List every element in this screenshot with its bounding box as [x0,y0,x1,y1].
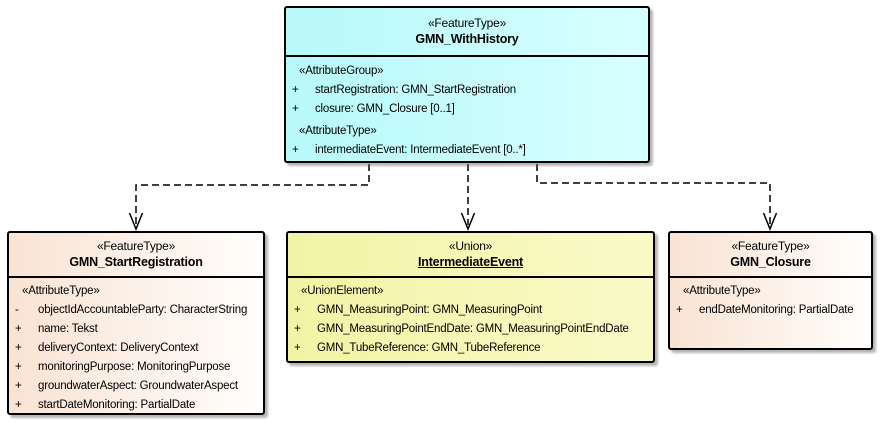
dependency-arrow-to-intermediate-event[interactable] [460,164,476,231]
class-box-intermediateevent[interactable]: «Union» IntermediateEvent «UnionElement»… [286,231,655,363]
class-body: «UnionElement» + GMN_MeasuringPoint: GMN… [288,278,653,358]
class-header: «FeatureType» GMN_StartRegistration [9,233,263,278]
stereotype-label: «Union» [448,239,493,253]
attribute-text: GMN_MeasuringPointEndDate: GMN_Measuring… [317,323,629,335]
visibility-marker: + [294,323,301,335]
attribute-row: + startDateMonitoring: PartialDate [9,396,263,415]
class-header: «Union» IntermediateEvent [288,233,653,278]
attribute-row: + GMN_MeasuringPoint: GMN_MeasuringPoint [288,301,653,320]
attribute-row: + groundwaterAspect: GroundwaterAspect [9,377,263,396]
class-box-gmn-closure[interactable]: «FeatureType» GMN_Closure «AttributeType… [668,231,873,350]
visibility-marker: + [15,361,22,373]
attribute-row: + intermediateEvent: IntermediateEvent [… [286,141,648,160]
attribute-row: + deliveryContext: DeliveryContext [9,339,263,358]
visibility-marker: + [292,84,299,96]
attribute-text: groundwaterAspect: GroundwaterAspect [38,380,238,392]
stereotype-label: «FeatureType» [427,16,507,30]
visibility-marker: - [15,304,19,316]
stereotype-label: «FeatureType» [96,239,176,253]
stereotype-label: «FeatureType» [731,239,810,253]
visibility-marker: + [15,323,22,335]
attribute-text: startDateMonitoring: PartialDate [38,399,196,411]
attribute-text: name: Tekst [38,323,98,335]
class-name: IntermediateEvent [418,255,523,269]
attribute-group-label: «AttributeGroup» [299,65,384,77]
visibility-marker: + [294,304,301,316]
attribute-row: + name: Tekst [9,320,263,339]
attribute-type-label: «AttributeType» [683,285,761,297]
attribute-text: GMN_MeasuringPoint: GMN_MeasuringPoint [317,304,543,316]
visibility-marker: + [15,380,22,392]
attribute-text: closure: GMN_Closure [0..1] [315,103,455,115]
visibility-marker: + [292,144,299,156]
visibility-marker: + [292,103,299,115]
attribute-row: - objectIdAccountableParty: CharacterStr… [9,301,263,320]
class-header: «FeatureType» GMN_Closure [670,233,871,278]
class-name: GMN_WithHistory [415,32,519,46]
union-element-label: «UnionElement» [301,285,384,297]
attribute-row: + closure: GMN_Closure [0..1] [286,100,648,119]
attribute-text: startRegistration: GMN_StartRegistration [315,84,516,96]
class-name: GMN_Closure [730,255,811,269]
class-body: «AttributeType» - objectIdAccountablePar… [9,278,263,415]
class-name: GMN_StartRegistration [69,255,203,269]
class-body: «AttributeGroup» + startRegistration: GM… [286,57,648,160]
dependency-arrow-to-start-registration[interactable] [128,164,370,231]
attribute-text: intermediateEvent: IntermediateEvent [0.… [315,144,526,156]
class-box-gmn-withhistory[interactable]: «FeatureType» GMN_WithHistory «Attribute… [284,6,650,163]
attribute-text: monitoringPurpose: MonitoringPurpose [38,361,231,373]
attribute-row: + startRegistration: GMN_StartRegistrati… [286,81,648,100]
attribute-text: GMN_TubeReference: GMN_TubeReference [317,342,541,354]
visibility-marker: + [294,342,301,354]
attribute-row: + endDateMonitoring: PartialDate [670,301,871,320]
attribute-row: + monitoringPurpose: MonitoringPurpose [9,358,263,377]
attribute-text: endDateMonitoring: PartialDate [699,304,854,316]
attribute-text: deliveryContext: DeliveryContext [38,342,199,354]
class-body: «AttributeType» + endDateMonitoring: Par… [670,278,871,320]
attribute-type-label: «AttributeType» [22,285,100,297]
dependency-arrow-to-closure[interactable] [536,164,778,231]
attribute-row: + GMN_TubeReference: GMN_TubeReference [288,339,653,358]
class-box-gmn-startregistration[interactable]: «FeatureType» GMN_StartRegistration «Att… [7,231,265,415]
class-header: «FeatureType» GMN_WithHistory [286,8,648,57]
visibility-marker: + [15,342,22,354]
visibility-marker: + [15,399,22,411]
attribute-text: objectIdAccountableParty: CharacterStrin… [38,304,248,316]
attribute-row: + GMN_MeasuringPointEndDate: GMN_Measuri… [288,320,653,339]
visibility-marker: + [676,304,683,316]
attribute-type-label: «AttributeType» [299,125,377,137]
